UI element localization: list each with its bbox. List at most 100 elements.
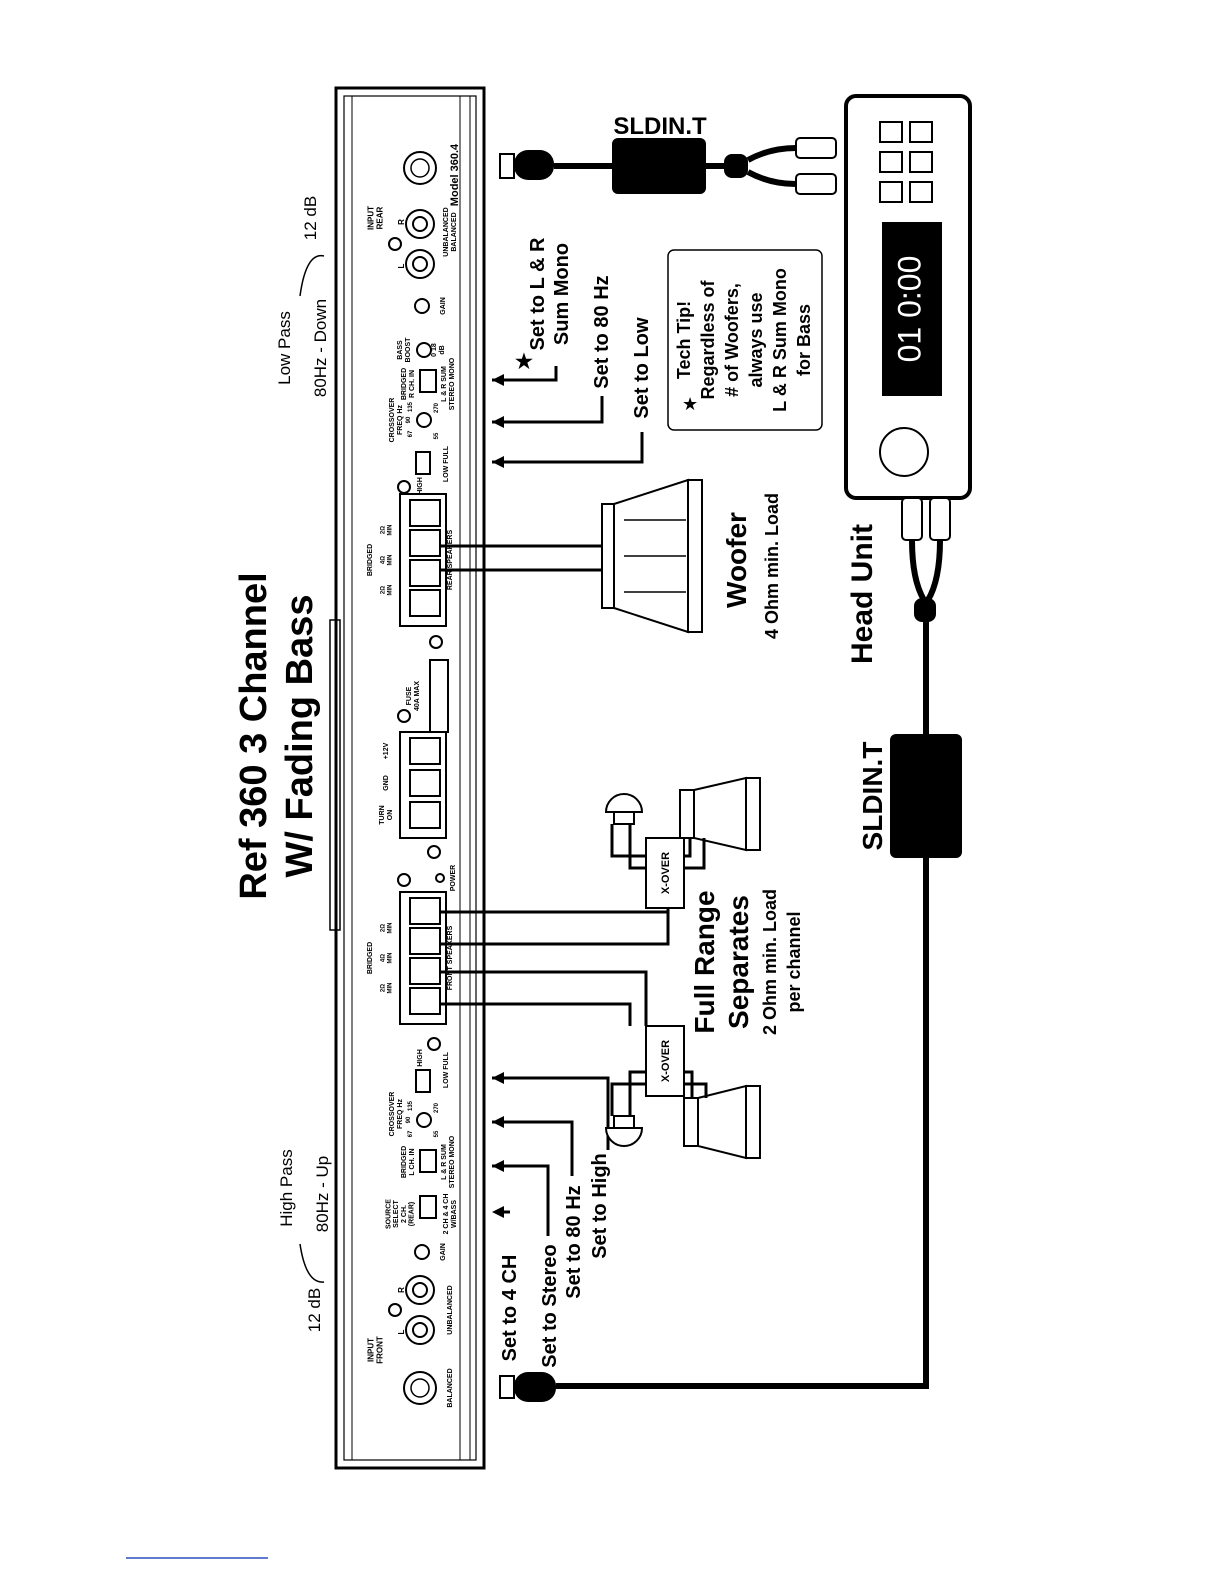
tech-tip-line: Tech Tip! bbox=[674, 301, 694, 379]
rear-terminal-l-plus[interactable] bbox=[409, 559, 441, 587]
rear-din-input[interactable] bbox=[403, 151, 437, 185]
rca-plug bbox=[901, 497, 923, 541]
front-din-inner bbox=[410, 1378, 430, 1398]
front-crossover-label: CROSSOVERFREQ Hz bbox=[389, 1092, 404, 1137]
head-unit-display bbox=[882, 222, 942, 396]
rear-terminal-screw bbox=[429, 635, 443, 649]
preset-button[interactable] bbox=[909, 181, 933, 203]
rear-rca-l[interactable] bbox=[405, 249, 435, 279]
arrow-80hz-front bbox=[492, 1120, 574, 1176]
set-stereo: Set to Stereo bbox=[539, 1244, 561, 1367]
front-din-input[interactable] bbox=[403, 1371, 437, 1405]
title-line1: Ref 360 3 Channel bbox=[233, 572, 275, 899]
front-terminal-l-minus[interactable] bbox=[409, 987, 441, 1015]
mid-wire bbox=[684, 1070, 694, 1098]
front-terminal-screw bbox=[427, 1037, 441, 1051]
set-80hz-rear: Set to 80 Hz bbox=[591, 275, 613, 388]
front-balanced-label: BALANCED bbox=[447, 1368, 454, 1407]
tech-tip-line: for Bass bbox=[794, 304, 814, 376]
front-terminal-l-plus[interactable] bbox=[409, 957, 441, 985]
rear-mode-switch[interactable] bbox=[415, 451, 431, 475]
bridged-lch-switch[interactable] bbox=[419, 1149, 437, 1173]
front-freq-135: 135 bbox=[408, 1100, 414, 1111]
mid-wire bbox=[684, 838, 706, 870]
preset-button[interactable] bbox=[879, 181, 903, 203]
bridged-rch-switch[interactable] bbox=[419, 369, 437, 393]
front-rca-l[interactable] bbox=[405, 1315, 435, 1345]
front-crossover-knob[interactable] bbox=[416, 1112, 432, 1128]
front-gain-knob[interactable] bbox=[414, 1244, 430, 1260]
front-freq-67: 67 bbox=[408, 1130, 414, 1137]
front-r-2ohm: 2ΩMIN bbox=[381, 923, 394, 934]
head-unit-buttons[interactable] bbox=[879, 121, 933, 203]
arrow-lr-sum-mono bbox=[492, 366, 558, 382]
terminal-gnd[interactable] bbox=[409, 769, 441, 797]
rear-terminal-r-plus[interactable] bbox=[409, 499, 441, 527]
front-low-full-label: LOW FULL bbox=[443, 1051, 450, 1088]
mid-rim bbox=[745, 777, 761, 851]
cable bbox=[556, 858, 929, 1389]
model-label: Model 360.4 bbox=[449, 143, 461, 206]
rear-rca-r[interactable] bbox=[405, 209, 435, 239]
rear-crossover-knob[interactable] bbox=[416, 412, 432, 428]
front-screw-top bbox=[397, 873, 411, 887]
preset-button[interactable] bbox=[909, 121, 933, 143]
preset-button[interactable] bbox=[879, 151, 903, 173]
preset-button[interactable] bbox=[909, 151, 933, 173]
front-terminal-r-minus[interactable] bbox=[409, 927, 441, 955]
arrow-head bbox=[492, 374, 504, 386]
rear-input-label: INPUTREAR bbox=[367, 206, 385, 230]
gnd-label: GND bbox=[383, 775, 390, 791]
front-terminal-r-plus[interactable] bbox=[409, 897, 441, 925]
front-mode-switch[interactable] bbox=[415, 1069, 431, 1093]
rear-freq-270: 270 bbox=[434, 402, 440, 413]
rear-terminal-l-minus[interactable] bbox=[409, 589, 441, 617]
rear-freq-135: 135 bbox=[408, 401, 414, 412]
bass-boost-knob[interactable] bbox=[416, 342, 432, 358]
set-lr-sum-mono-line2: Sum Mono bbox=[551, 243, 573, 345]
power-screw bbox=[427, 845, 441, 859]
rear-setting-arrows: ★ bbox=[492, 351, 644, 468]
front-l-wire-plus bbox=[440, 970, 648, 1026]
rear-din-inner bbox=[410, 158, 430, 178]
low-pass-label: Low Pass bbox=[275, 311, 294, 385]
source-select-sub: 2 CH & 4 CHW/BASS bbox=[443, 1194, 458, 1235]
rear-balanced-label: UNBALANCEDBALANCED bbox=[443, 207, 458, 256]
preset-button[interactable] bbox=[879, 121, 903, 143]
front-freq-55: 55 bbox=[434, 1130, 440, 1137]
xover-upper-label: X-OVER bbox=[660, 852, 672, 894]
power-terminals[interactable] bbox=[409, 737, 441, 829]
mid-magnet bbox=[679, 789, 695, 839]
front-stereo-mono-label: L & R SUMSTEREO MONO bbox=[441, 1135, 456, 1188]
terminal-12v[interactable] bbox=[409, 737, 441, 765]
tech-tip-text: Tech Tip!Regardless of# of Woofers,alway… bbox=[674, 268, 814, 414]
rear-freq-67: 67 bbox=[408, 430, 414, 437]
star-icon: ★ bbox=[515, 351, 533, 373]
terminal-turn-on[interactable] bbox=[409, 801, 441, 829]
source-select-label: SOURCESELECT2 CH.(REAR) bbox=[385, 1199, 415, 1229]
tweeter-upper bbox=[604, 793, 644, 813]
high-pass-db: 12 dB bbox=[305, 1288, 324, 1332]
front-freq-90: 90 bbox=[406, 1116, 412, 1123]
rear-l-2ohm: 2ΩMIN bbox=[381, 585, 394, 596]
front-4ohm: 4ΩMIN bbox=[381, 953, 394, 964]
arrow-head bbox=[492, 1116, 504, 1128]
rear-gain-knob[interactable] bbox=[414, 298, 430, 314]
rca-plug bbox=[929, 497, 951, 541]
front-rca-r[interactable] bbox=[405, 1275, 435, 1305]
head-unit: 01 0:00 bbox=[844, 94, 972, 500]
rear-terminal-r-minus[interactable] bbox=[409, 529, 441, 557]
amp-heatsink-tab bbox=[329, 619, 341, 931]
xover-lower-label: X-OVER bbox=[660, 1040, 672, 1082]
woofer-label: Woofer bbox=[721, 512, 752, 608]
source-select-switch[interactable] bbox=[419, 1195, 437, 1219]
front-separates: X-OVER X-OVER bbox=[440, 776, 761, 1160]
volume-knob[interactable] bbox=[879, 427, 929, 477]
cable bbox=[746, 169, 797, 187]
arrow-head bbox=[492, 456, 504, 468]
din-plug-top bbox=[499, 153, 515, 179]
xover-lower bbox=[645, 1025, 685, 1097]
rear-speaker-terminals[interactable] bbox=[409, 499, 441, 617]
rca-plug bbox=[795, 137, 837, 159]
